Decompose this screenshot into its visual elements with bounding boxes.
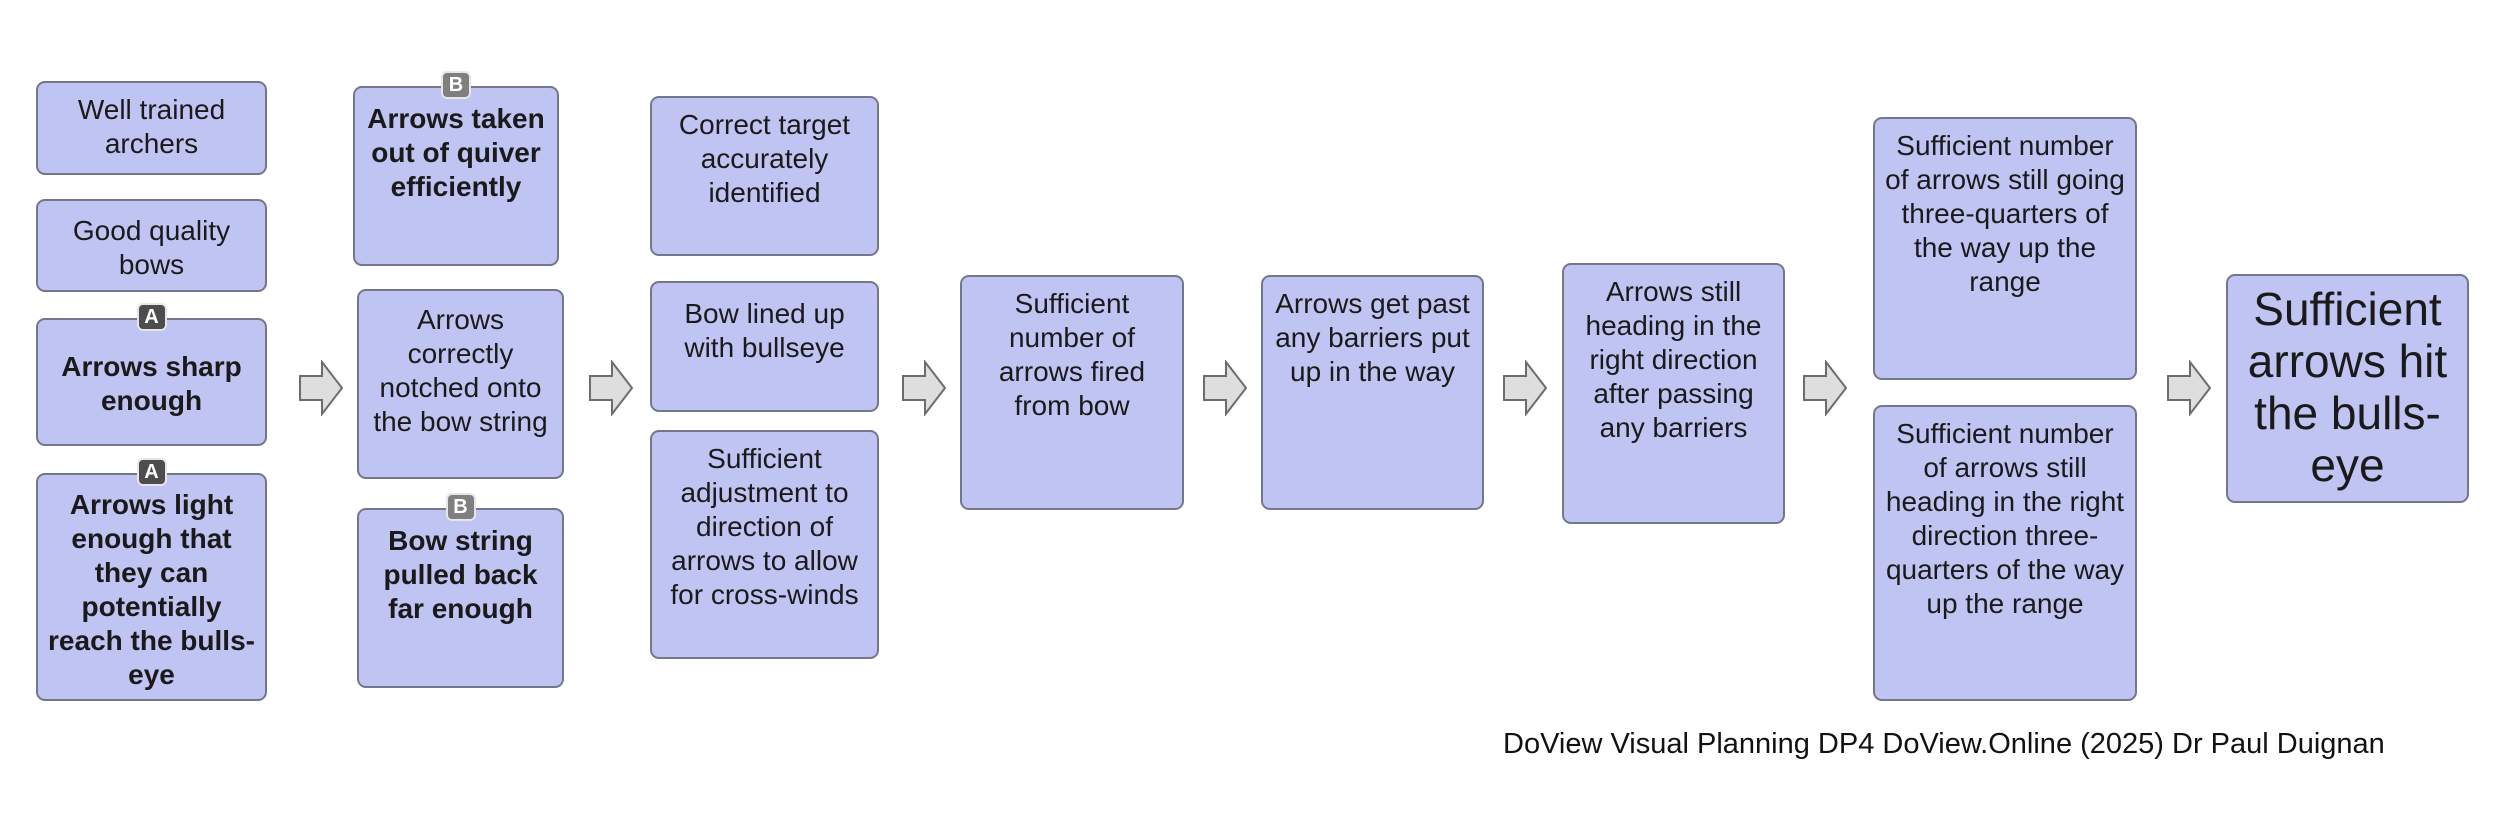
box-arrows-right-direction-three-quarters: Sufficient number of arrows still headin…: [1873, 405, 2137, 701]
box-text: Arrows still heading in the right direct…: [1585, 276, 1762, 443]
box-text: Arrows sharp enough: [61, 351, 242, 416]
flow-arrow-icon: [589, 360, 634, 416]
flow-arrow-icon: [1503, 360, 1548, 416]
box-bow-string-pulled-back: B Bow string pulled back far enough: [357, 493, 564, 688]
footer-credit: DoView Visual Planning DP4 DoView.Online…: [1503, 728, 2385, 760]
box-text: Good quality bows: [72, 214, 231, 280]
box-good-quality-bows: Good quality bows: [36, 199, 267, 292]
badge-b: B: [445, 493, 476, 521]
box-text: Arrows get past any barriers put up in t…: [1275, 288, 1470, 387]
box-text: Sufficient arrows hit the bulls-eye: [2247, 282, 2448, 491]
box-sufficient-arrows-fired: Sufficient number of arrows fired from b…: [960, 275, 1184, 510]
box-text: Arrows correctly notched onto the bow st…: [373, 304, 548, 437]
box-arrows-heading-right-direction: Arrows still heading in the right direct…: [1562, 263, 1785, 524]
flow-arrow-icon: [2167, 360, 2212, 416]
box-text: Correct target accurately identified: [678, 109, 851, 208]
box-text: Sufficient number of arrows fired from b…: [998, 288, 1146, 421]
box-well-trained-archers: Well trained archers: [36, 81, 267, 175]
box-bow-lined-up-with-bullseye: Bow lined up with bullseye: [650, 281, 879, 412]
box-arrows-past-barriers: Arrows get past any barriers put up in t…: [1261, 275, 1484, 510]
box-sufficient-adjustment-cross-winds: Sufficient adjustment to direction of ar…: [650, 430, 879, 659]
box-text: Sufficient number of arrows still going …: [1885, 130, 2125, 297]
box-text: Bow string pulled back far enough: [383, 525, 538, 624]
badge-a: A: [136, 458, 167, 486]
box-arrows-light-enough: A Arrows light enough that they can pote…: [36, 458, 267, 701]
box-text: Arrows light enough that they can potent…: [48, 489, 255, 690]
flow-arrow-icon: [902, 360, 947, 416]
badge-b: B: [441, 71, 471, 99]
box-text: Well trained archers: [77, 94, 226, 159]
box-text: Sufficient number of arrows still headin…: [1885, 418, 2125, 619]
box-correct-target-identified: Correct target accurately identified: [650, 96, 879, 256]
box-arrows-correctly-notched: Arrows correctly notched onto the bow st…: [357, 289, 564, 479]
badge-a: A: [136, 303, 167, 331]
flow-arrow-icon: [1203, 360, 1248, 416]
flow-arrow-icon: [299, 360, 344, 416]
box-sufficient-arrows-hit-bullseye: Sufficient arrows hit the bulls-eye: [2226, 274, 2469, 503]
box-arrows-three-quarters-range: Sufficient number of arrows still going …: [1873, 117, 2137, 380]
box-text: Arrows taken out of quiver efficiently: [367, 103, 545, 202]
flow-arrow-icon: [1803, 360, 1848, 416]
box-arrows-taken-out-of-quiver: B Arrows taken out of quiver efficiently: [353, 71, 559, 266]
box-text: Bow lined up with bullseye: [684, 298, 845, 363]
box-text: Sufficient adjustment to direction of ar…: [670, 443, 859, 610]
box-arrows-sharp-enough: A Arrows sharp enough: [36, 303, 267, 446]
